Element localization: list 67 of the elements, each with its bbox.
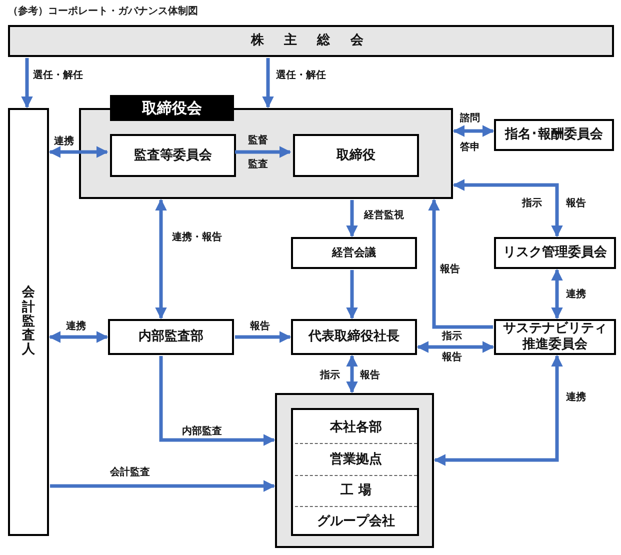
arrow — [159, 356, 276, 446]
edge-label: 連携 — [566, 390, 586, 404]
arrow — [48, 331, 108, 343]
process-box — [8, 108, 49, 536]
arrow — [346, 200, 358, 238]
node-text: 経営会議 — [330, 246, 377, 260]
group-box — [275, 393, 434, 548]
node-text: 監査等委員会 — [133, 148, 213, 164]
edge-label: 連携・報告 — [172, 230, 222, 244]
process-box — [494, 237, 616, 269]
arrow — [346, 354, 358, 394]
process-box — [291, 237, 417, 269]
node-text: サステナビリティ推進委員会 — [502, 321, 608, 353]
node-text: 取締役 — [335, 148, 376, 164]
edge-label: 経営監視 — [364, 208, 404, 222]
node-text: 工 場 — [340, 483, 372, 499]
diagram-title: （参考）コーポレート・ガバナンス体制図 — [8, 4, 198, 18]
band-box — [8, 25, 614, 57]
arrow — [452, 179, 563, 238]
process-box — [110, 134, 236, 177]
arrow — [48, 146, 108, 158]
edge-label: 選任・解任 — [33, 68, 83, 82]
process-box — [494, 319, 616, 355]
node-text: 会計監査人 — [22, 286, 35, 358]
process-box — [108, 319, 234, 355]
node-text: 内部監査部 — [138, 329, 204, 345]
process-box — [291, 319, 417, 355]
node-text: 指名･報酬委員会 — [504, 127, 604, 143]
arrow — [428, 198, 493, 329]
arrow — [21, 58, 33, 108]
node-text: 本社各部 — [328, 420, 383, 436]
edge-label: 指示 — [442, 330, 462, 343]
edge-label: 選任・解任 — [276, 68, 326, 82]
node-text: 株 主 総 会 — [250, 33, 372, 49]
edge-label: 内部監査 — [182, 424, 222, 438]
arrow — [50, 480, 276, 492]
edge-label: 会計監査 — [110, 466, 150, 479]
heading-tab: 取締役会 — [110, 95, 234, 121]
arrow — [235, 331, 292, 343]
edge-label: 指示 — [522, 196, 542, 210]
node-text: グループ会社 — [316, 514, 396, 530]
node-text: 営業拠点 — [329, 452, 383, 468]
edge-label: 指示 — [320, 368, 340, 382]
arrow — [434, 354, 563, 466]
arrow — [262, 58, 274, 108]
arrow — [155, 198, 167, 320]
arrow — [551, 268, 563, 320]
edge-label: 連携 — [54, 134, 74, 148]
annotation-text: 報告 — [442, 350, 462, 364]
process-box — [293, 134, 419, 177]
process-box — [494, 119, 614, 151]
arrow — [416, 341, 494, 353]
arrow — [452, 125, 494, 137]
annotation-text: 報告 — [566, 196, 586, 210]
edge-label: 諮問 — [460, 112, 480, 125]
annotation-text: 監査 — [248, 158, 268, 171]
node-text: リスク管理委員会 — [502, 245, 608, 261]
arrow — [346, 270, 358, 320]
node-text: 代表取締役社長 — [307, 329, 400, 345]
annotation-text: 答申 — [460, 140, 480, 154]
edge-label: 監督 — [248, 134, 268, 147]
edge-label: 連携 — [66, 320, 86, 333]
edge-label: 報告 — [250, 320, 270, 333]
arrow — [235, 146, 292, 158]
edge-label: 報告 — [440, 262, 460, 276]
edge-label: 連携 — [566, 288, 586, 301]
annotation-text: 報告 — [360, 368, 380, 382]
